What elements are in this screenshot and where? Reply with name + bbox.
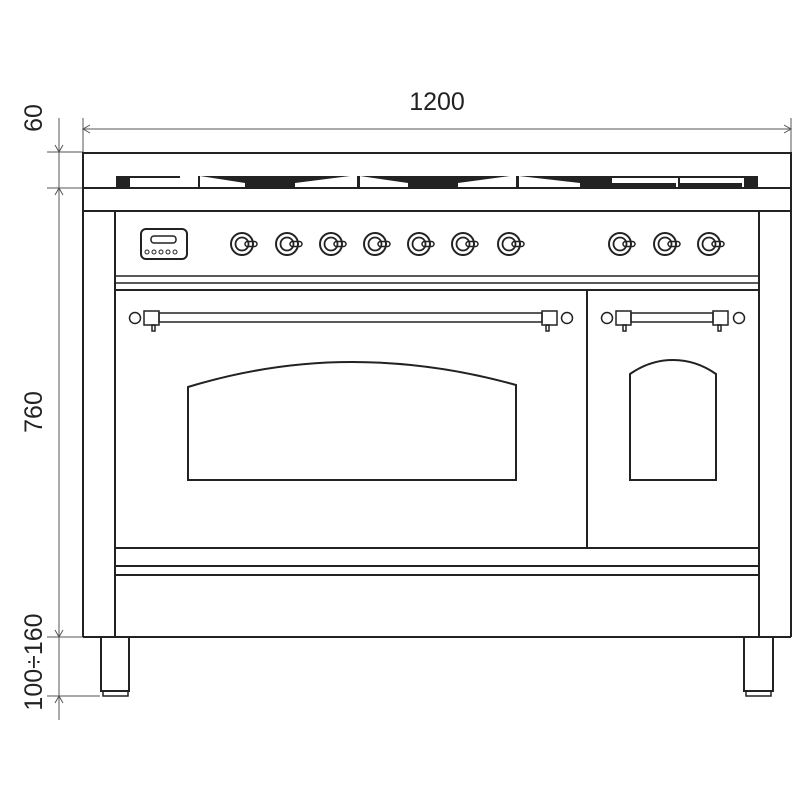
knob-9[interactable] bbox=[653, 232, 681, 256]
aux-oven-handle[interactable] bbox=[600, 310, 746, 332]
main-oven-door[interactable] bbox=[114, 289, 588, 549]
width-label: 1200 bbox=[409, 88, 465, 116]
main-oven-window bbox=[187, 360, 517, 481]
knob-5[interactable] bbox=[407, 232, 435, 256]
knob-8[interactable] bbox=[608, 232, 636, 256]
knob-4[interactable] bbox=[363, 232, 391, 256]
cooktop-height-label: 60 bbox=[20, 104, 48, 132]
control-panel bbox=[115, 228, 759, 291]
width-dimension: 1200 bbox=[81, 88, 793, 152]
body-height-label: 760 bbox=[20, 391, 48, 433]
left-leg bbox=[100, 636, 130, 697]
leg-height-dimension: 100÷160 bbox=[20, 613, 100, 711]
body-height-dimension: 760 bbox=[20, 391, 83, 639]
aux-oven-door[interactable] bbox=[586, 289, 760, 549]
main-oven-handle[interactable] bbox=[128, 310, 574, 332]
right-leg bbox=[743, 636, 774, 697]
cooktop-height-dimension: 60 bbox=[20, 104, 83, 720]
cooktop bbox=[82, 152, 792, 189]
knob-10[interactable] bbox=[697, 232, 725, 256]
knob-2[interactable] bbox=[275, 232, 303, 256]
aux-oven-window bbox=[629, 358, 717, 481]
timer-display[interactable] bbox=[140, 228, 188, 260]
knob-6[interactable] bbox=[451, 232, 479, 256]
leg-height-label: 100÷160 bbox=[20, 613, 48, 710]
knob-1[interactable] bbox=[230, 232, 258, 256]
storage-drawer[interactable] bbox=[115, 547, 759, 576]
knob-7[interactable] bbox=[497, 232, 525, 256]
burner-grates bbox=[116, 176, 758, 187]
knob-3[interactable] bbox=[319, 232, 347, 256]
body-frame bbox=[82, 187, 792, 638]
